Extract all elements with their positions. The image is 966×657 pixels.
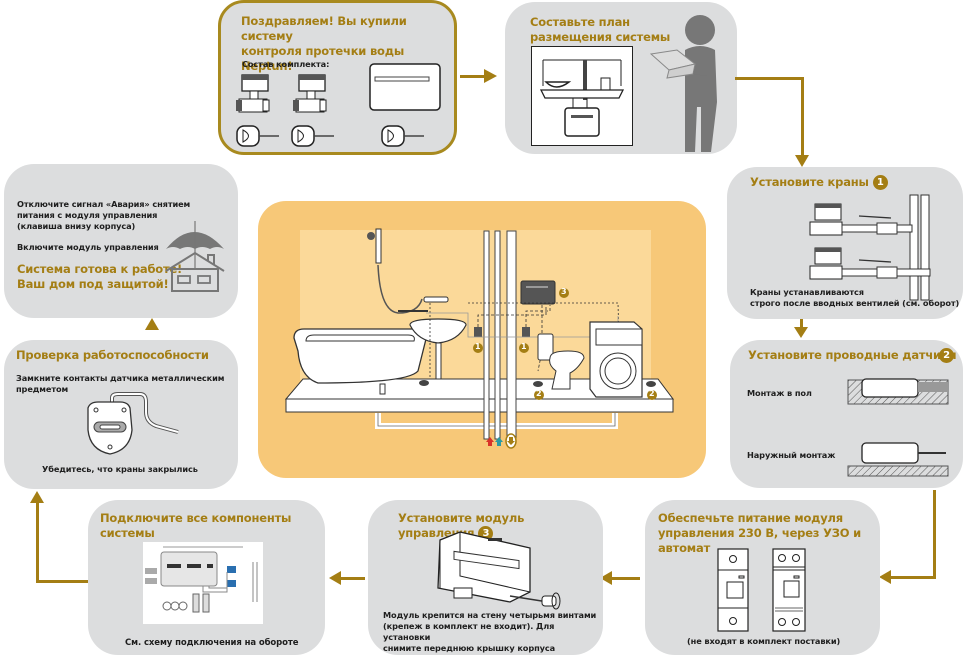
leak-sensor-icon [291,125,334,147]
step-valves-note-line2: строго после вводных вентилей (см. оборо… [750,298,960,308]
flow-arrowhead-left [600,571,612,585]
step-ready-final1: Система готова к работе! [17,262,183,276]
step-ready-final: Система готова к работе! Ваш дом под защ… [17,262,182,292]
step-ready-line4: Включите модуль управления [17,242,159,252]
step-ready-final2: Ваш дом под защитой! [17,277,169,291]
flow-arrow [340,577,365,580]
step-connect-card: Подключите все компоненты системы См. сх… [88,500,325,655]
flow-arrow [801,77,804,157]
step-test-title: Проверка работоспособности [16,348,209,362]
step-ready-line1: Отключите сигнал «Авария» снятием [17,199,191,209]
step-plan-title-line2: размещения системы [530,30,671,44]
step-module-note: Модуль крепится на стену четырьмя винтам… [383,610,603,654]
step-connect-title-line1: Подключите все компоненты [100,511,292,525]
step-kit-title: Поздравляем! Вы купили систему контроля … [241,14,454,74]
step-kit-title-line1: Поздравляем! Вы купили систему [241,14,407,43]
step-power-note: (не входят в комплект поставки) [687,636,841,646]
step-power-title-line2: управления 230 В, через УЗО и автомат [658,526,861,555]
step-test-note-line1: Замкните контакты датчика металлическим [16,373,225,383]
step-plan-card: Составьте план размещения системы [505,2,737,154]
valve-actuator-icon [236,74,270,113]
circuit-breaker-icon [717,548,749,632]
kit-contents-label: Состав комплекта: [242,59,330,69]
flow-arrow [460,75,485,78]
surface-mount-sensor-drawing [847,442,949,477]
flow-arrow [36,580,88,583]
bathroom-illustration: 1 1 2 2 3 [258,201,706,478]
flow-arrow [36,500,39,583]
step-connect-note: См. схему подключения на обороте [125,638,299,648]
house-umbrella-icon [165,221,225,292]
step-test-card: Проверка работоспособности Замкните конт… [4,340,238,489]
step-test-result: Убедитесь, что краны закрылись [42,464,198,474]
step-valves-note-line1: Краны устанавливаются [750,287,864,297]
step-module-note-line2: (крепеж в комплект не входит). Для устан… [383,621,555,642]
step-plan-title: Составьте план размещения системы [530,15,670,45]
sensor-marker-label: 2 [649,389,655,398]
module-marker-label: 3 [561,287,567,296]
person-reading-plan-icon [649,15,717,152]
flow-arrow [933,490,936,578]
flow-arrow [800,319,803,329]
flow-arrow [735,77,804,80]
rcd-device-icon [772,548,806,632]
step-power-title-line1: Обеспечьте питание модуля [658,511,843,525]
step-ready-line2: питания с модуля управления [17,210,158,220]
wiring-diagram-thumbnail [143,542,263,624]
step-sensors-title-text: Установите проводные датчики [748,348,957,362]
step-module-note-line3: снимите переднюю крышку корпуса [383,643,556,653]
leak-sensor-icon [236,125,279,147]
sensor-test-drawing [87,392,179,455]
step-ready-instructions: Отключите сигнал «Авария» снятием питани… [17,199,190,253]
floor-mount-sensor-drawing [847,378,949,405]
flow-arrowhead-up [145,318,159,330]
valve-installation-drawing [809,194,931,301]
step-power-card: Обеспечьте питание модуля управления 230… [645,500,880,655]
step-connect-title: Подключите все компоненты системы [100,511,291,541]
step-ready-card: Отключите сигнал «Авария» снятием питани… [4,164,238,318]
step-power-title: Обеспечьте питание модуля управления 230… [658,511,880,556]
valve-actuator-icon [293,74,327,113]
leak-sensor-icon [381,125,424,147]
step-module-note-line1: Модуль крепится на стену четырьмя винтам… [383,610,597,620]
flow-arrowhead-left [879,570,891,584]
step-kit-title-line2: контроля протечки воды Neptun! [241,44,405,73]
sensor-marker-label: 2 [536,389,542,398]
flow-arrowhead-left [329,571,341,585]
step-ready-line3: (клавиша внизу корпуса) [17,221,136,231]
step-kit-card: Поздравляем! Вы купили систему контроля … [218,0,457,155]
floor-plan-drawing [531,46,633,146]
flow-arrowhead-down [795,155,809,167]
flow-arrow [612,577,640,580]
step-plan-title-line1: Составьте план [530,15,630,29]
step-valves-title-text: Установите краны [750,175,869,189]
bathroom-scene [284,228,674,449]
flow-arrowhead-up [30,491,44,503]
flow-arrowhead-down [794,327,808,338]
valve-marker-label: 1 [475,342,481,351]
surface-mount-label: Наружный монтаж [747,450,836,460]
valve-marker-label: 1 [521,342,527,351]
step-test-note: Замкните контакты датчика металлическим … [16,373,224,395]
control-module-icon [369,63,441,111]
step-number-badge: 2 [939,348,954,363]
flow-arrowhead-right [484,69,497,83]
step-test-note-line2: предметом [16,384,69,394]
flow-arrow [890,576,936,579]
step-valves-note: Краны устанавливаются строго после вводн… [750,287,959,309]
control-module-mounting-drawing [437,531,561,610]
step-number-badge: 1 [872,175,888,190]
floor-mount-label: Монтаж в пол [747,388,812,398]
step-connect-title-line2: системы [100,526,155,540]
